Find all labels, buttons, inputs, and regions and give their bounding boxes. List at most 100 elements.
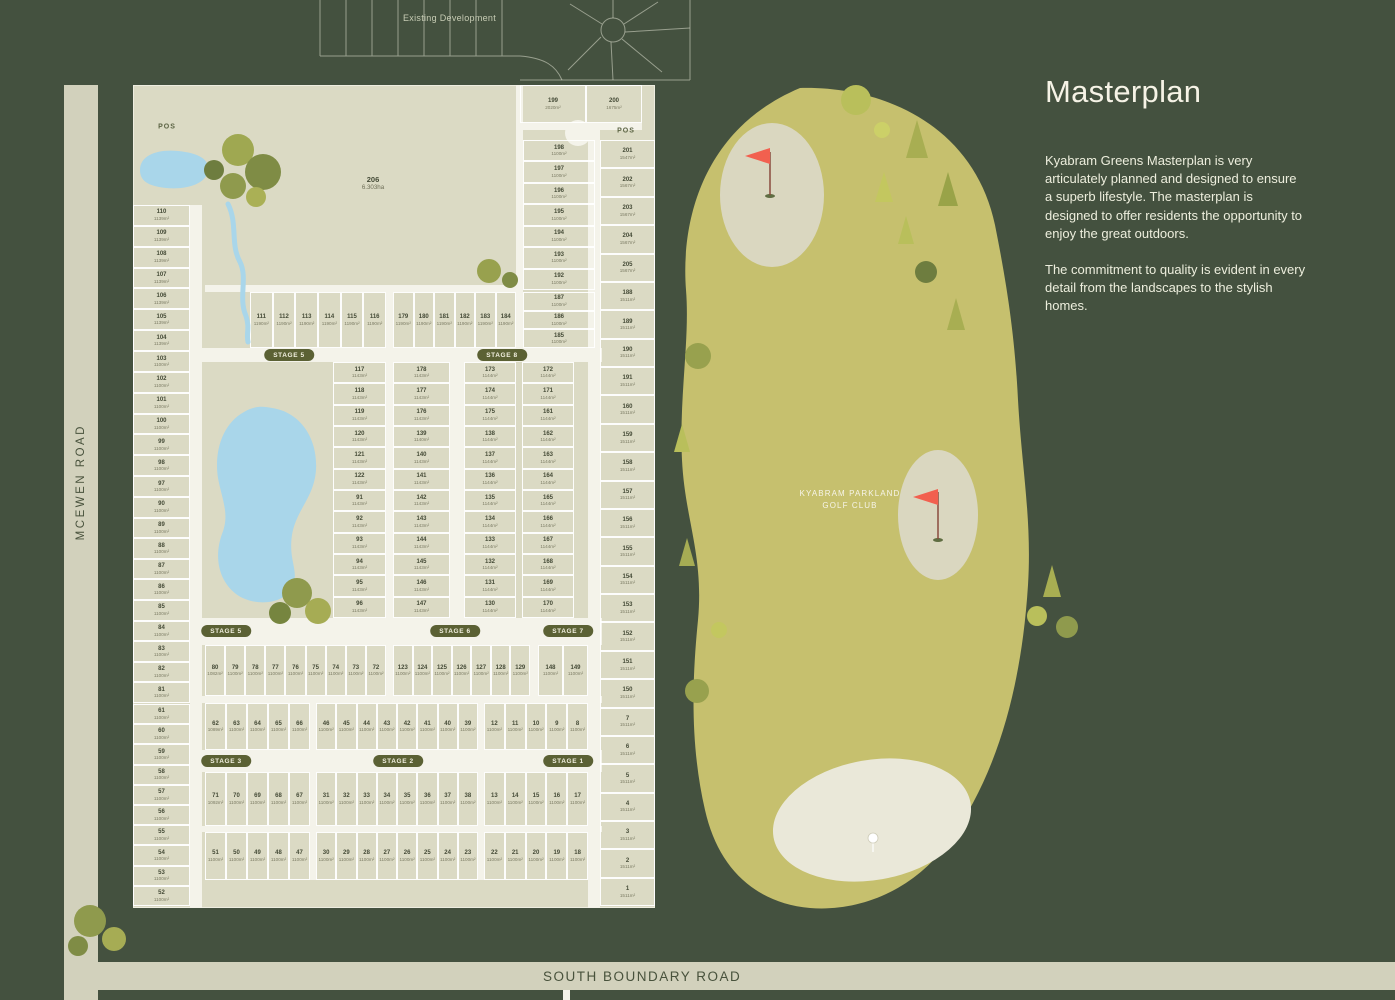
south-boundary-road: SOUTH BOUNDARY ROAD: [85, 962, 1395, 990]
golf-course: KYABRAM PARKLAND GOLF CLUB: [681, 87, 1029, 909]
golf-tee-icon: [867, 832, 879, 852]
golf-green-2: [898, 450, 978, 580]
internal-road: [478, 703, 484, 880]
golf-green-1: [720, 123, 824, 267]
internal-road: [530, 645, 538, 703]
tree-icon: [938, 172, 958, 206]
tree-icon: [947, 298, 965, 330]
internal-road: [310, 703, 316, 880]
golf-flag-icon: [745, 148, 775, 198]
tree-icon: [915, 261, 937, 283]
golf-sand-area: [772, 758, 972, 882]
internal-road: [205, 285, 516, 292]
stage-pill: STAGE 6: [430, 625, 480, 637]
golf-club-label-line1: KYABRAM PARKLAND: [800, 489, 901, 498]
internal-road: [190, 205, 202, 908]
intro-paragraph-2: The commitment to quality is evident in …: [1045, 261, 1306, 314]
golf-course-area: [681, 87, 1029, 909]
tree-icon: [679, 538, 695, 566]
internal-road: [588, 130, 600, 908]
internal-road: [190, 618, 602, 645]
existing-development-label: Existing Development: [403, 13, 497, 23]
